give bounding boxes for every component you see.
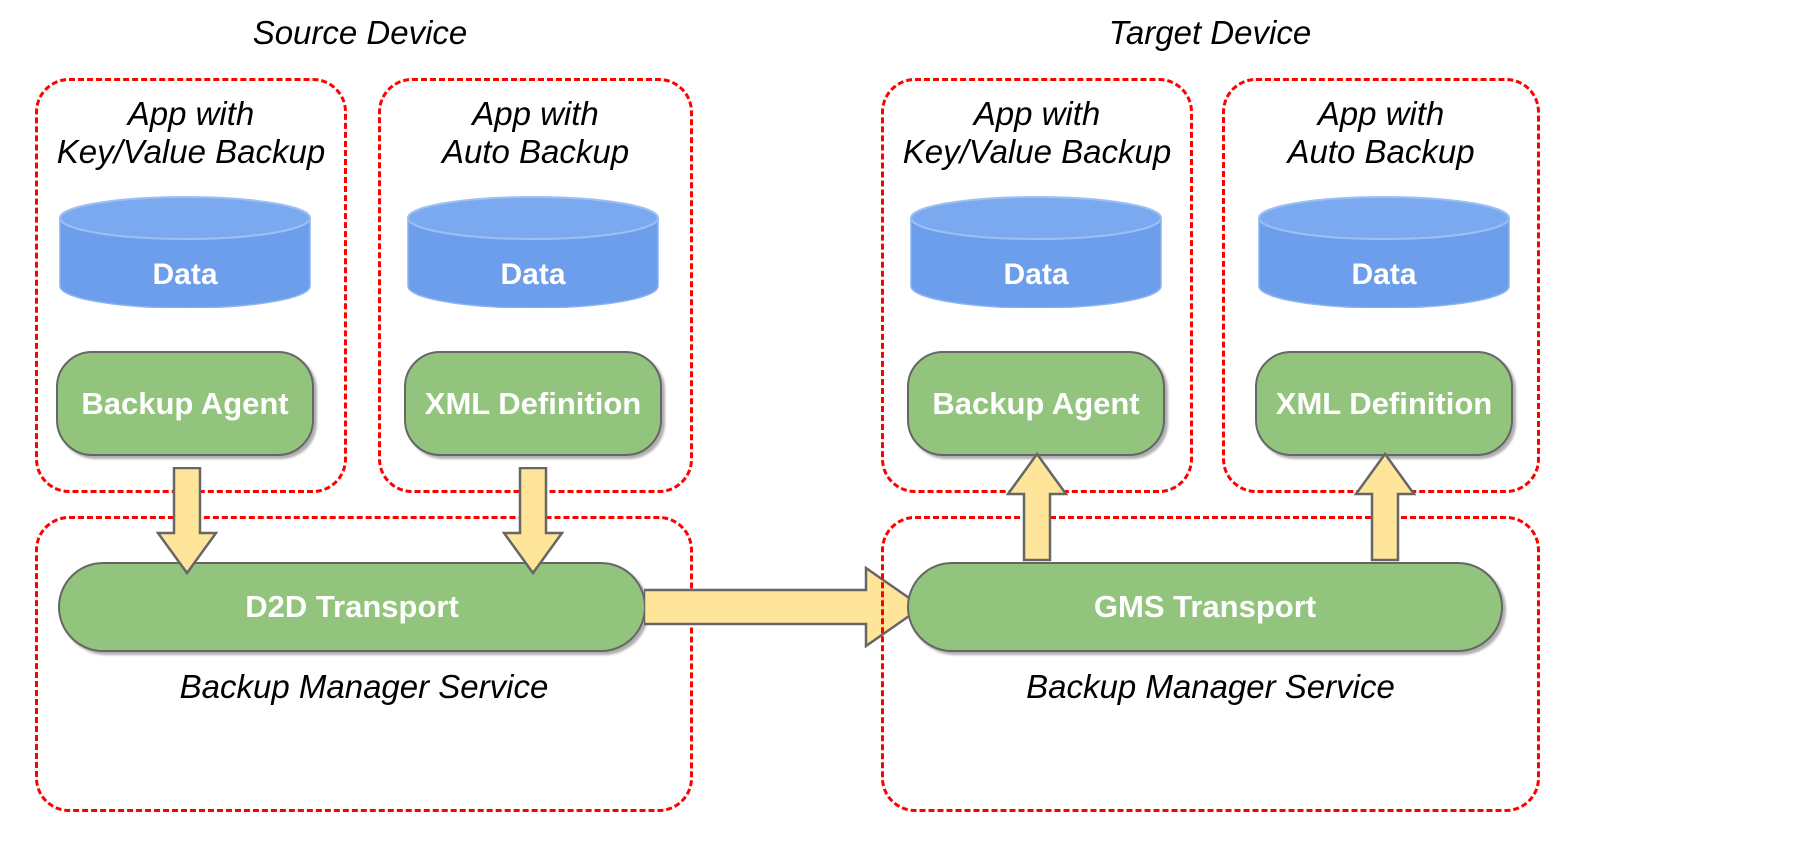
d2d-transport-box[interactable]: D2D Transport bbox=[58, 562, 646, 652]
source-app-auto-data-cylinder: Data bbox=[406, 196, 660, 308]
d2d-to-gms-arrow bbox=[644, 566, 924, 648]
gms-transport-label: GMS Transport bbox=[1093, 589, 1317, 624]
source-backup-agent-label: Backup Agent bbox=[81, 385, 289, 421]
target-xml-definition-label: XML Definition bbox=[1275, 385, 1493, 421]
target-device-title: Target Device bbox=[1108, 14, 1312, 51]
xml-definition-to-d2d-arrow bbox=[502, 467, 564, 575]
source-app-auto-caption-line1: App with bbox=[472, 95, 599, 132]
source-backup-manager-service-container bbox=[35, 516, 693, 812]
target-backup-agent-box[interactable]: Backup Agent bbox=[907, 351, 1165, 456]
source-backup-manager-service-caption: Backup Manager Service bbox=[179, 668, 549, 705]
d2d-transport-label: D2D Transport bbox=[245, 589, 459, 624]
target-app-keyvalue-data-cylinder: Data bbox=[909, 196, 1163, 308]
target-app-auto-caption-line1: App with bbox=[1317, 95, 1445, 132]
gms-transport-box[interactable]: GMS Transport bbox=[907, 562, 1503, 652]
source-app-keyvalue-caption-line2: Key/Value Backup bbox=[56, 133, 326, 170]
gms-to-xml-definition-arrow bbox=[1354, 452, 1416, 562]
source-app-auto-caption: App with Auto Backup bbox=[378, 95, 693, 171]
target-backup-agent-label: Backup Agent bbox=[932, 385, 1140, 421]
target-app-auto-data-cylinder: Data bbox=[1257, 196, 1511, 308]
target-backup-manager-service-caption: Backup Manager Service bbox=[1026, 668, 1395, 705]
gms-to-backup-agent-arrow bbox=[1006, 452, 1068, 562]
backup-agent-to-d2d-arrow bbox=[156, 467, 218, 575]
target-app-keyvalue-caption: App with Key/Value Backup bbox=[881, 95, 1193, 171]
source-app-keyvalue-data-cylinder: Data bbox=[58, 196, 312, 308]
target-backup-manager-service-container bbox=[881, 516, 1540, 812]
source-app-auto-caption-line2: Auto Backup bbox=[441, 133, 630, 170]
source-device-title: Source Device bbox=[252, 14, 468, 51]
target-app-keyvalue-caption-line2: Key/Value Backup bbox=[902, 133, 1172, 170]
target-xml-definition-box[interactable]: XML Definition bbox=[1255, 351, 1513, 456]
source-xml-definition-label: XML Definition bbox=[424, 385, 642, 421]
source-app-keyvalue-caption-line1: App with bbox=[127, 95, 255, 132]
target-app-auto-caption: App with Auto Backup bbox=[1222, 95, 1540, 171]
target-app-keyvalue-caption-line1: App with bbox=[973, 95, 1101, 132]
source-backup-agent-box[interactable]: Backup Agent bbox=[56, 351, 314, 456]
source-app-keyvalue-caption: App with Key/Value Backup bbox=[35, 95, 347, 171]
source-xml-definition-box[interactable]: XML Definition bbox=[404, 351, 662, 456]
target-app-auto-caption-line2: Auto Backup bbox=[1287, 133, 1475, 170]
